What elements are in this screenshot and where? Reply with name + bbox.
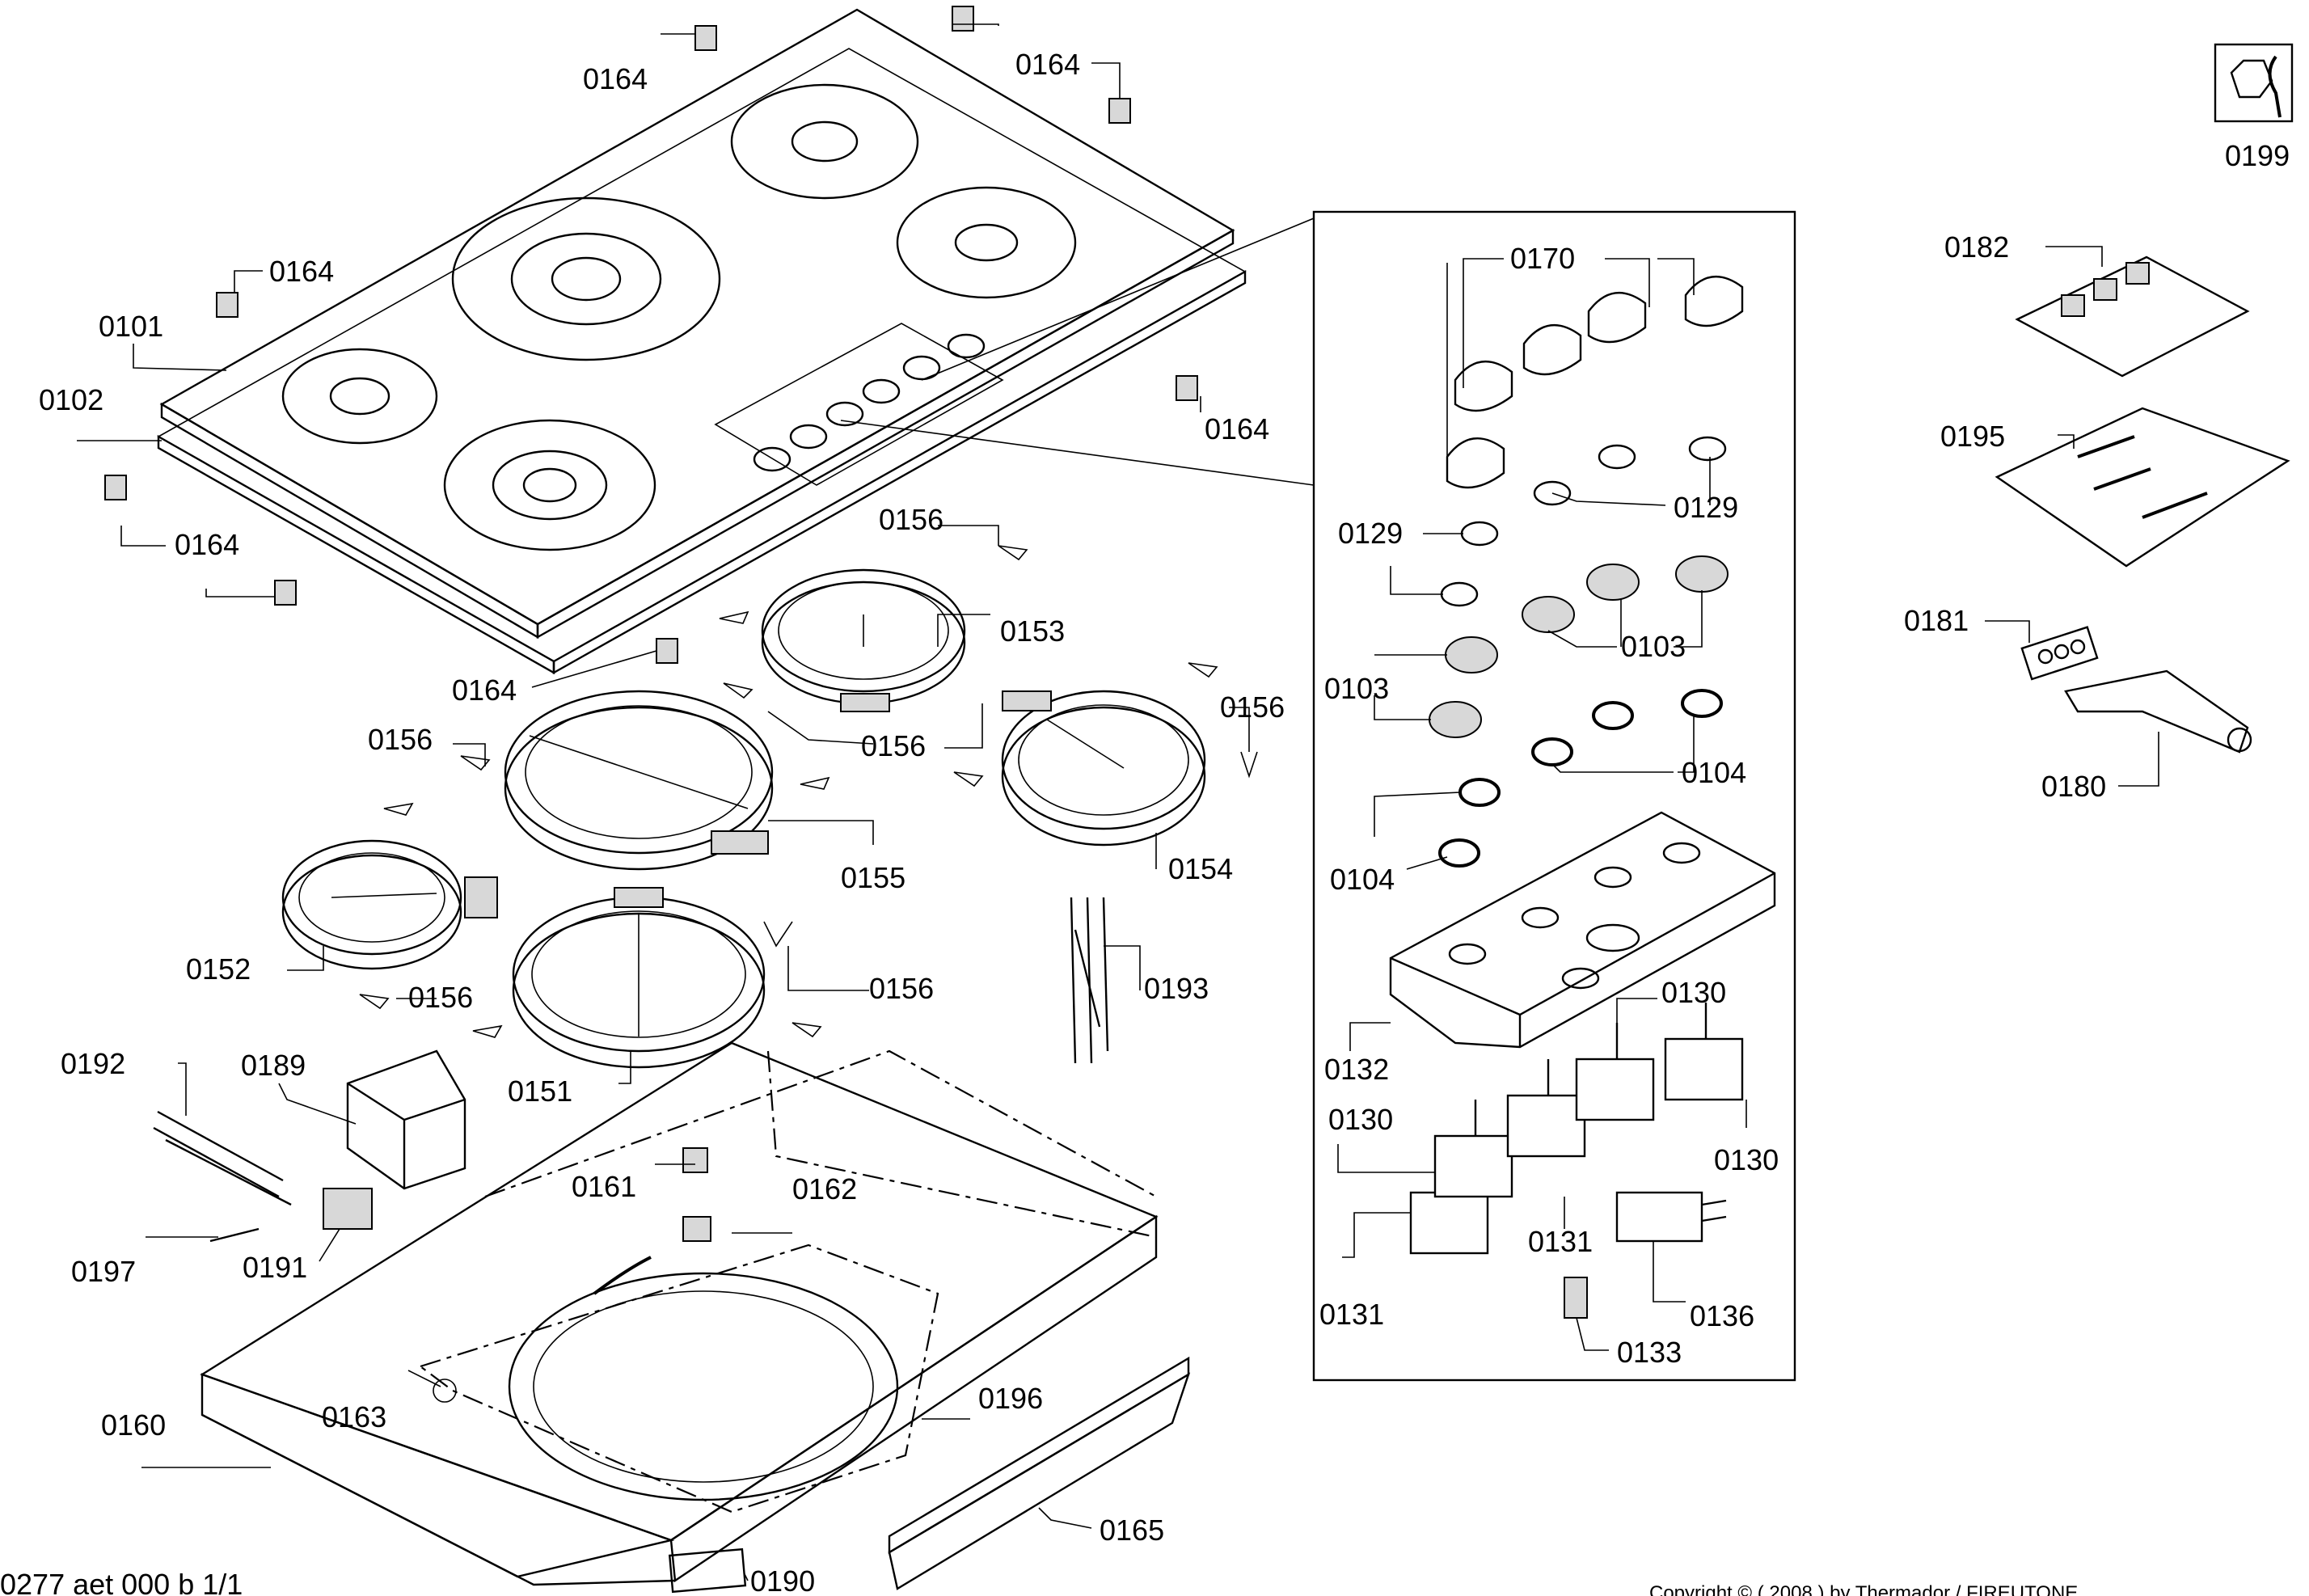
label-0156-e: 0156: [869, 972, 934, 1005]
label-0164-b: 0164: [1015, 48, 1080, 81]
bag-0182: [2015, 255, 2250, 378]
label-0156-c: 0156: [368, 723, 433, 756]
label-0163: 0163: [322, 1400, 386, 1433]
label-0131-b: 0131: [1319, 1298, 1384, 1331]
bag-0195: [1995, 407, 2290, 568]
tool-icon-0199: [2214, 43, 2294, 123]
label-0195: 0195: [1940, 420, 2005, 453]
label-0156-b: 0156: [1220, 690, 1285, 724]
label-0155: 0155: [841, 861, 905, 894]
wire-harness-0193: [1070, 897, 1109, 1064]
label-0170: 0170: [1510, 242, 1575, 275]
label-0103-a: 0103: [1621, 630, 1686, 663]
label-0180: 0180: [2041, 770, 2106, 803]
label-0190: 0190: [750, 1564, 815, 1596]
bezels-0103: [1429, 555, 1729, 738]
label-0191: 0191: [243, 1251, 307, 1284]
leader-lines: [77, 23, 2159, 1581]
label-0164-c: 0164: [269, 255, 334, 288]
label-0130-a: 0130: [1661, 976, 1726, 1009]
label-0156-d: 0156: [861, 729, 926, 762]
label-0164-d: 0164: [1205, 412, 1269, 445]
label-0130-b: 0130: [1328, 1103, 1393, 1136]
label-0164-e: 0164: [175, 528, 239, 561]
drawing-id: 0277 aet 000 b 1/1: [0, 1568, 243, 1596]
relay-and-connector: [1564, 1191, 1727, 1319]
control-knob-marks: [753, 333, 986, 472]
label-0151: 0151: [508, 1075, 572, 1108]
label-0192: 0192: [61, 1047, 125, 1080]
label-0132: 0132: [1324, 1053, 1389, 1086]
label-0130-c: 0130: [1714, 1143, 1779, 1176]
switches-0130-0131: [1409, 1003, 1744, 1255]
label-0161: 0161: [572, 1170, 636, 1203]
hinge-0180-0181: [2020, 626, 2252, 754]
label-0131-a: 0131: [1528, 1225, 1593, 1258]
o-rings-0104: [1438, 689, 1723, 868]
label-0162: 0162: [792, 1172, 857, 1205]
label-0196: 0196: [978, 1382, 1043, 1415]
label-0136: 0136: [1690, 1299, 1754, 1332]
label-0193: 0193: [1144, 972, 1209, 1005]
label-0181: 0181: [1904, 604, 1969, 637]
label-0164-f: 0164: [452, 673, 517, 707]
label-0101: 0101: [99, 310, 163, 343]
clips-0164: [104, 6, 1198, 664]
label-0154: 0154: [1168, 852, 1233, 885]
part-labels: 0164 0164 0164 0101 0102 0164 0164 0156 …: [39, 48, 2290, 1596]
label-0104-a: 0104: [1682, 756, 1746, 789]
front-trim: [888, 1356, 1191, 1590]
detail-inset-frame: [1312, 210, 1796, 1382]
label-0164-a: 0164: [583, 62, 648, 95]
label-0182: 0182: [1944, 230, 2009, 264]
label-0103-b: 0103: [1324, 672, 1389, 705]
label-0156-a: 0156: [879, 503, 943, 536]
label-0102: 0102: [39, 383, 103, 416]
label-0152: 0152: [186, 952, 251, 986]
burner-rings: [281, 83, 1077, 551]
label-0129-a: 0129: [1674, 491, 1738, 524]
copyright-note: Copyright © ( 2008 ) by Thermador / FIRE…: [1649, 1582, 2078, 1596]
heating-elements: [281, 568, 1206, 1069]
label-0160: 0160: [101, 1408, 166, 1442]
label-0197: 0197: [71, 1255, 136, 1288]
label-0133: 0133: [1617, 1336, 1682, 1369]
label-0156-f: 0156: [408, 981, 473, 1014]
small-parts-left: [153, 1049, 466, 1243]
label-0165: 0165: [1100, 1514, 1164, 1547]
label-0129-b: 0129: [1338, 517, 1403, 550]
label-0199: 0199: [2225, 139, 2290, 172]
bottom-tray: [200, 1041, 1159, 1594]
clips-0156: [359, 545, 1258, 1038]
label-0104-b: 0104: [1330, 863, 1395, 896]
label-0153: 0153: [1000, 614, 1065, 648]
cooktop-glass: [157, 8, 1315, 675]
label-0189: 0189: [241, 1049, 306, 1082]
switch-cover-0132: [1389, 811, 1776, 1049]
knobs-0170: [1446, 276, 1744, 489]
